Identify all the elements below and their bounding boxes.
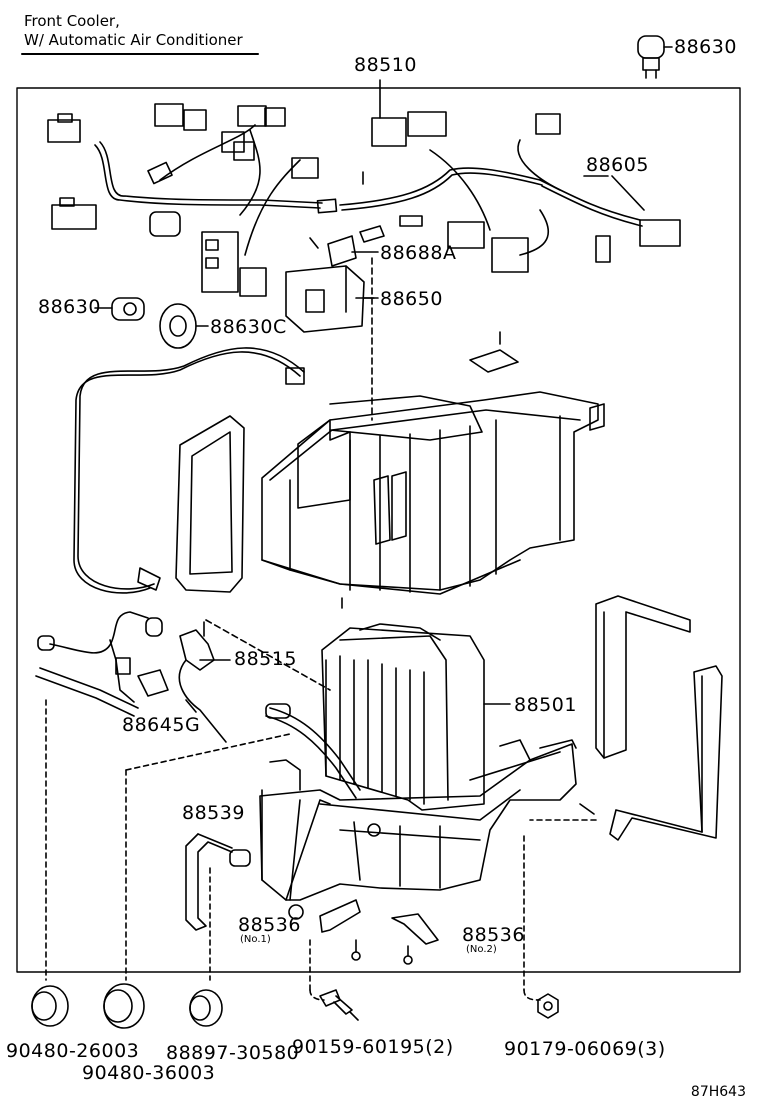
title-line-1: Front Cooler, — [24, 12, 120, 30]
figure-code: 87H643 — [690, 1084, 746, 1100]
label-88645g: 88645G — [122, 714, 201, 736]
label-88536-no1: 88536 — [238, 914, 301, 936]
label-88897-30580: 88897-30580 — [166, 1042, 300, 1064]
label-90480-26003: 90480-26003 — [6, 1040, 140, 1062]
label-88515: 88515 — [234, 648, 297, 670]
label-90179-06069: 90179-06069(3) — [504, 1038, 666, 1060]
ecu-box-88650 — [285, 265, 379, 333]
label-88539: 88539 — [182, 802, 245, 824]
label-90480-36003: 90480-36003 — [82, 1062, 216, 1084]
switch-icon-top — [637, 35, 673, 79]
bracket-88688a — [309, 225, 385, 267]
evaporator-core — [265, 623, 511, 811]
label-90159-60195: 90159-60195(2) — [292, 1036, 454, 1058]
assembly-frame — [16, 87, 741, 973]
sensor-88630-left — [94, 297, 145, 321]
seal-right-lower — [609, 665, 723, 841]
bracket-88536-no1 — [319, 899, 361, 961]
title-line-2: W/ Automatic Air Conditioner — [24, 31, 243, 49]
label-88630-top: 88630 — [674, 36, 737, 58]
sensor-88630c — [159, 303, 209, 349]
sensor-wire — [73, 351, 301, 594]
diagram-title: Front Cooler, W/ Automatic Air Condition… — [24, 12, 243, 50]
wire-harness — [94, 124, 643, 256]
label-88688a: 88688A — [380, 242, 457, 264]
label-88536-no2: 88536 — [462, 924, 525, 946]
harness-connectors — [47, 103, 681, 297]
label-88501: 88501 — [514, 694, 577, 716]
refrigerant-pipes — [35, 611, 227, 981]
lower-case — [259, 739, 595, 920]
grommet-88897-30580 — [189, 989, 223, 1027]
hose-88539 — [185, 833, 251, 981]
label-88630-left: 88630 — [38, 296, 101, 318]
label-88650: 88650 — [380, 288, 443, 310]
label-88605: 88605 — [586, 154, 649, 176]
label-88510: 88510 — [354, 54, 417, 76]
bracket-88536-no2 — [391, 913, 439, 965]
nut-90179-06069 — [537, 993, 559, 1019]
note-88536-no1: (No.1) — [240, 934, 271, 945]
grommet-90480-36003 — [103, 983, 145, 1029]
grommet-90480-26003 — [31, 985, 69, 1027]
label-88630c: 88630C — [210, 316, 287, 338]
duct-seal — [175, 415, 245, 593]
upper-unit-housing — [261, 331, 605, 609]
screw-90159-60195 — [319, 989, 359, 1021]
note-88536-no2: (No.2) — [466, 944, 497, 955]
seal-right-upper — [595, 595, 691, 759]
